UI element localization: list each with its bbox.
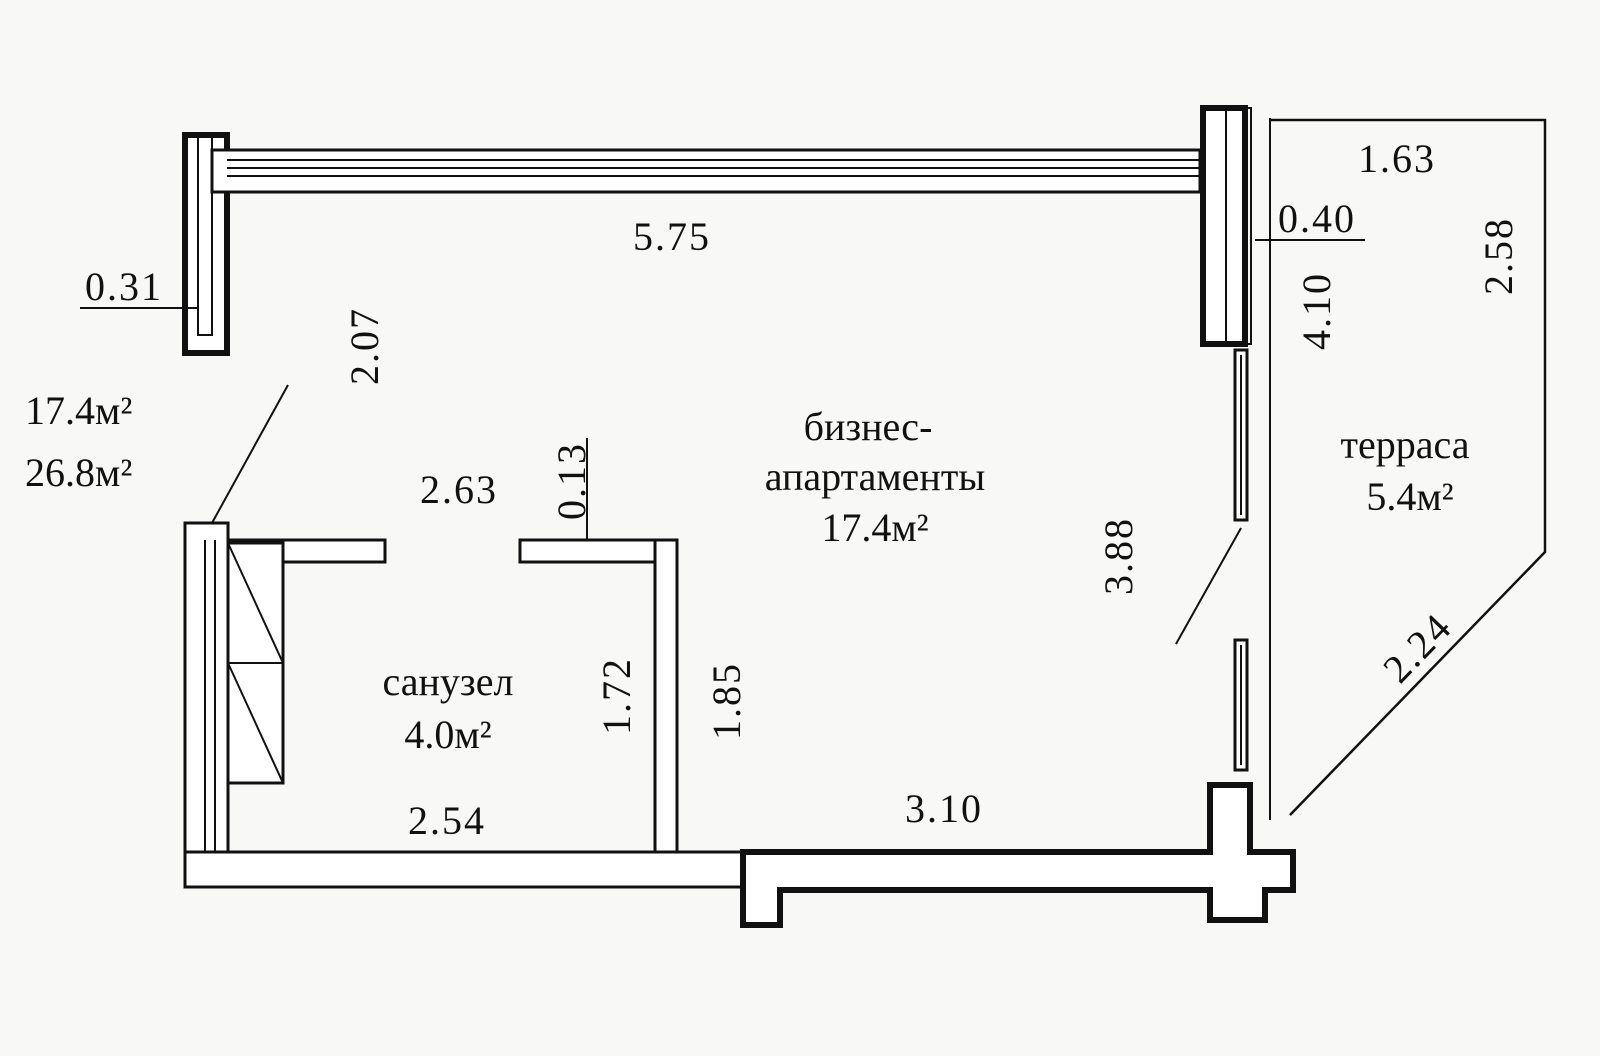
room-business-area: 17.4м² <box>821 505 928 550</box>
dim-bath-top: 2.63 <box>420 467 498 512</box>
window-leader-right <box>1175 527 1242 645</box>
dim-terrace-right: 2.58 <box>1476 217 1521 295</box>
terrace-boundary <box>1270 118 1547 816</box>
bath-cabinet-diag-2 <box>227 662 284 784</box>
room-bath-area: 4.0м² <box>404 712 491 757</box>
dim-left-wall: 0.31 <box>85 264 163 309</box>
room-business-line1: бизнес- <box>804 404 933 449</box>
dim-top-width: 5.75 <box>633 214 711 259</box>
walls <box>182 105 1296 928</box>
bath-right-wall <box>653 538 679 854</box>
room-business-line2: апартаменты <box>765 454 985 499</box>
labels: 17.4м² 26.8м² бизнес- апартаменты 17.4м²… <box>25 136 1521 843</box>
room-terrace-name: терраса <box>1341 422 1470 467</box>
dim-terrace-top: 1.63 <box>1358 136 1436 181</box>
bottom-wall-left <box>183 850 745 889</box>
area-total-label: 26.8м² <box>25 450 132 495</box>
bath-cabinet-diag-1 <box>227 542 284 664</box>
dim-bath-outer-h: 1.85 <box>704 662 749 740</box>
dim-bath-inner-h: 1.72 <box>594 657 639 735</box>
right-column <box>1200 105 1248 347</box>
room-bath-name: санузел <box>383 659 514 704</box>
room-terrace-area: 5.4м² <box>1366 474 1453 519</box>
area-living-label: 17.4м² <box>25 388 132 433</box>
top-wall <box>210 148 1202 194</box>
dim-partition: 0.13 <box>549 442 594 520</box>
dim-window-h: 3.88 <box>1096 517 1141 595</box>
terrace-outline <box>1270 118 1547 816</box>
right-column-inner <box>1225 107 1252 345</box>
dim-bath-bottom: 2.54 <box>408 798 486 843</box>
left-bath-wall <box>183 521 230 870</box>
top-left-wall-inner <box>197 134 213 336</box>
bath-top-wall-right <box>518 538 679 564</box>
dim-right-h: 4.10 <box>1294 272 1339 350</box>
dim-right-wall: 0.40 <box>1278 196 1356 241</box>
area-leader-left <box>211 384 289 524</box>
bottom-wall-right <box>740 782 1296 928</box>
dim-main-bottom: 3.10 <box>905 786 983 831</box>
dimension-lines <box>80 239 1365 645</box>
dim-left-height: 2.07 <box>342 307 387 385</box>
dim-terrace-diag: 2.24 <box>1374 604 1461 691</box>
